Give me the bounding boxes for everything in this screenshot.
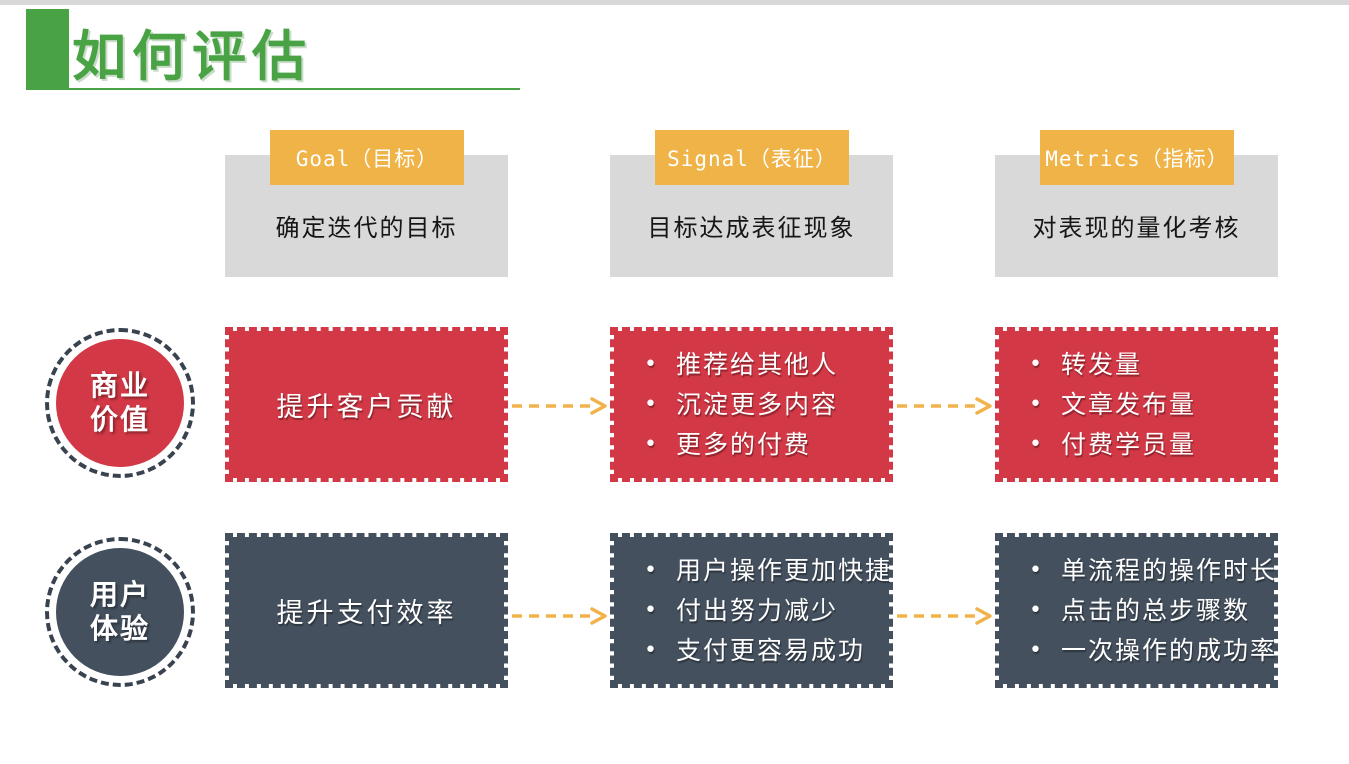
dashed-arrow-icon <box>512 396 608 416</box>
dashed-arrow-icon <box>512 606 608 626</box>
title-underline <box>26 88 520 90</box>
dashed-arrow-icon <box>897 606 993 626</box>
list-item: 点击的总步骤数 <box>999 591 1274 631</box>
badge-circle-fill: 用户 体验 <box>56 548 184 676</box>
metrics-box-ux: 单流程的操作时长 点击的总步骤数 一次操作的成功率 <box>995 533 1278 688</box>
page-title: 如何评估 <box>72 24 312 88</box>
badge-label-line1: 商业 <box>89 369 150 402</box>
column-tab-metrics: Metrics（指标） <box>1040 130 1234 185</box>
list-item: 支付更容易成功 <box>614 631 889 671</box>
badge-label-line2: 体验 <box>89 612 150 645</box>
list-item: 用户操作更加快捷 <box>614 551 890 591</box>
signal-box-ux: 用户操作更加快捷 付出努力减少 支付更容易成功 <box>610 533 893 688</box>
list-item: 转发量 <box>999 345 1274 385</box>
badge-label-line2: 价值 <box>89 403 150 436</box>
window-top-strip <box>0 0 1349 5</box>
column-tab-goal: Goal（目标） <box>270 130 464 185</box>
badge-business-value: 商业 价值 <box>45 328 195 478</box>
goal-box-ux: 提升支付效率 <box>225 533 508 688</box>
metrics-list-business: 转发量 文章发布量 付费学员量 <box>999 345 1274 465</box>
badge-label-line1: 用户 <box>89 578 150 611</box>
list-item: 付出努力减少 <box>614 591 889 631</box>
badge-circle-fill: 商业 价值 <box>56 339 184 467</box>
signal-list-ux: 用户操作更加快捷 付出努力减少 支付更容易成功 <box>614 551 890 671</box>
list-item: 付费学员量 <box>999 425 1274 465</box>
list-item: 更多的付费 <box>614 425 889 465</box>
metrics-list-ux: 单流程的操作时长 点击的总步骤数 一次操作的成功率 <box>999 551 1275 671</box>
title-accent-block <box>26 9 69 89</box>
goal-text-ux: 提升支付效率 <box>276 598 457 629</box>
list-item: 沉淀更多内容 <box>614 385 889 425</box>
goal-box-business: 提升客户贡献 <box>225 327 508 482</box>
list-item: 推荐给其他人 <box>614 345 889 385</box>
list-item: 文章发布量 <box>999 385 1274 425</box>
badge-user-experience: 用户 体验 <box>45 537 195 687</box>
signal-list-business: 推荐给其他人 沉淀更多内容 更多的付费 <box>614 345 889 465</box>
list-item: 一次操作的成功率 <box>999 631 1275 671</box>
column-tab-signal: Signal（表征） <box>655 130 849 185</box>
goal-text-business: 提升客户贡献 <box>276 392 457 423</box>
metrics-box-business: 转发量 文章发布量 付费学员量 <box>995 327 1278 482</box>
dashed-arrow-icon <box>897 396 993 416</box>
list-item: 单流程的操作时长 <box>999 551 1275 591</box>
signal-box-business: 推荐给其他人 沉淀更多内容 更多的付费 <box>610 327 893 482</box>
